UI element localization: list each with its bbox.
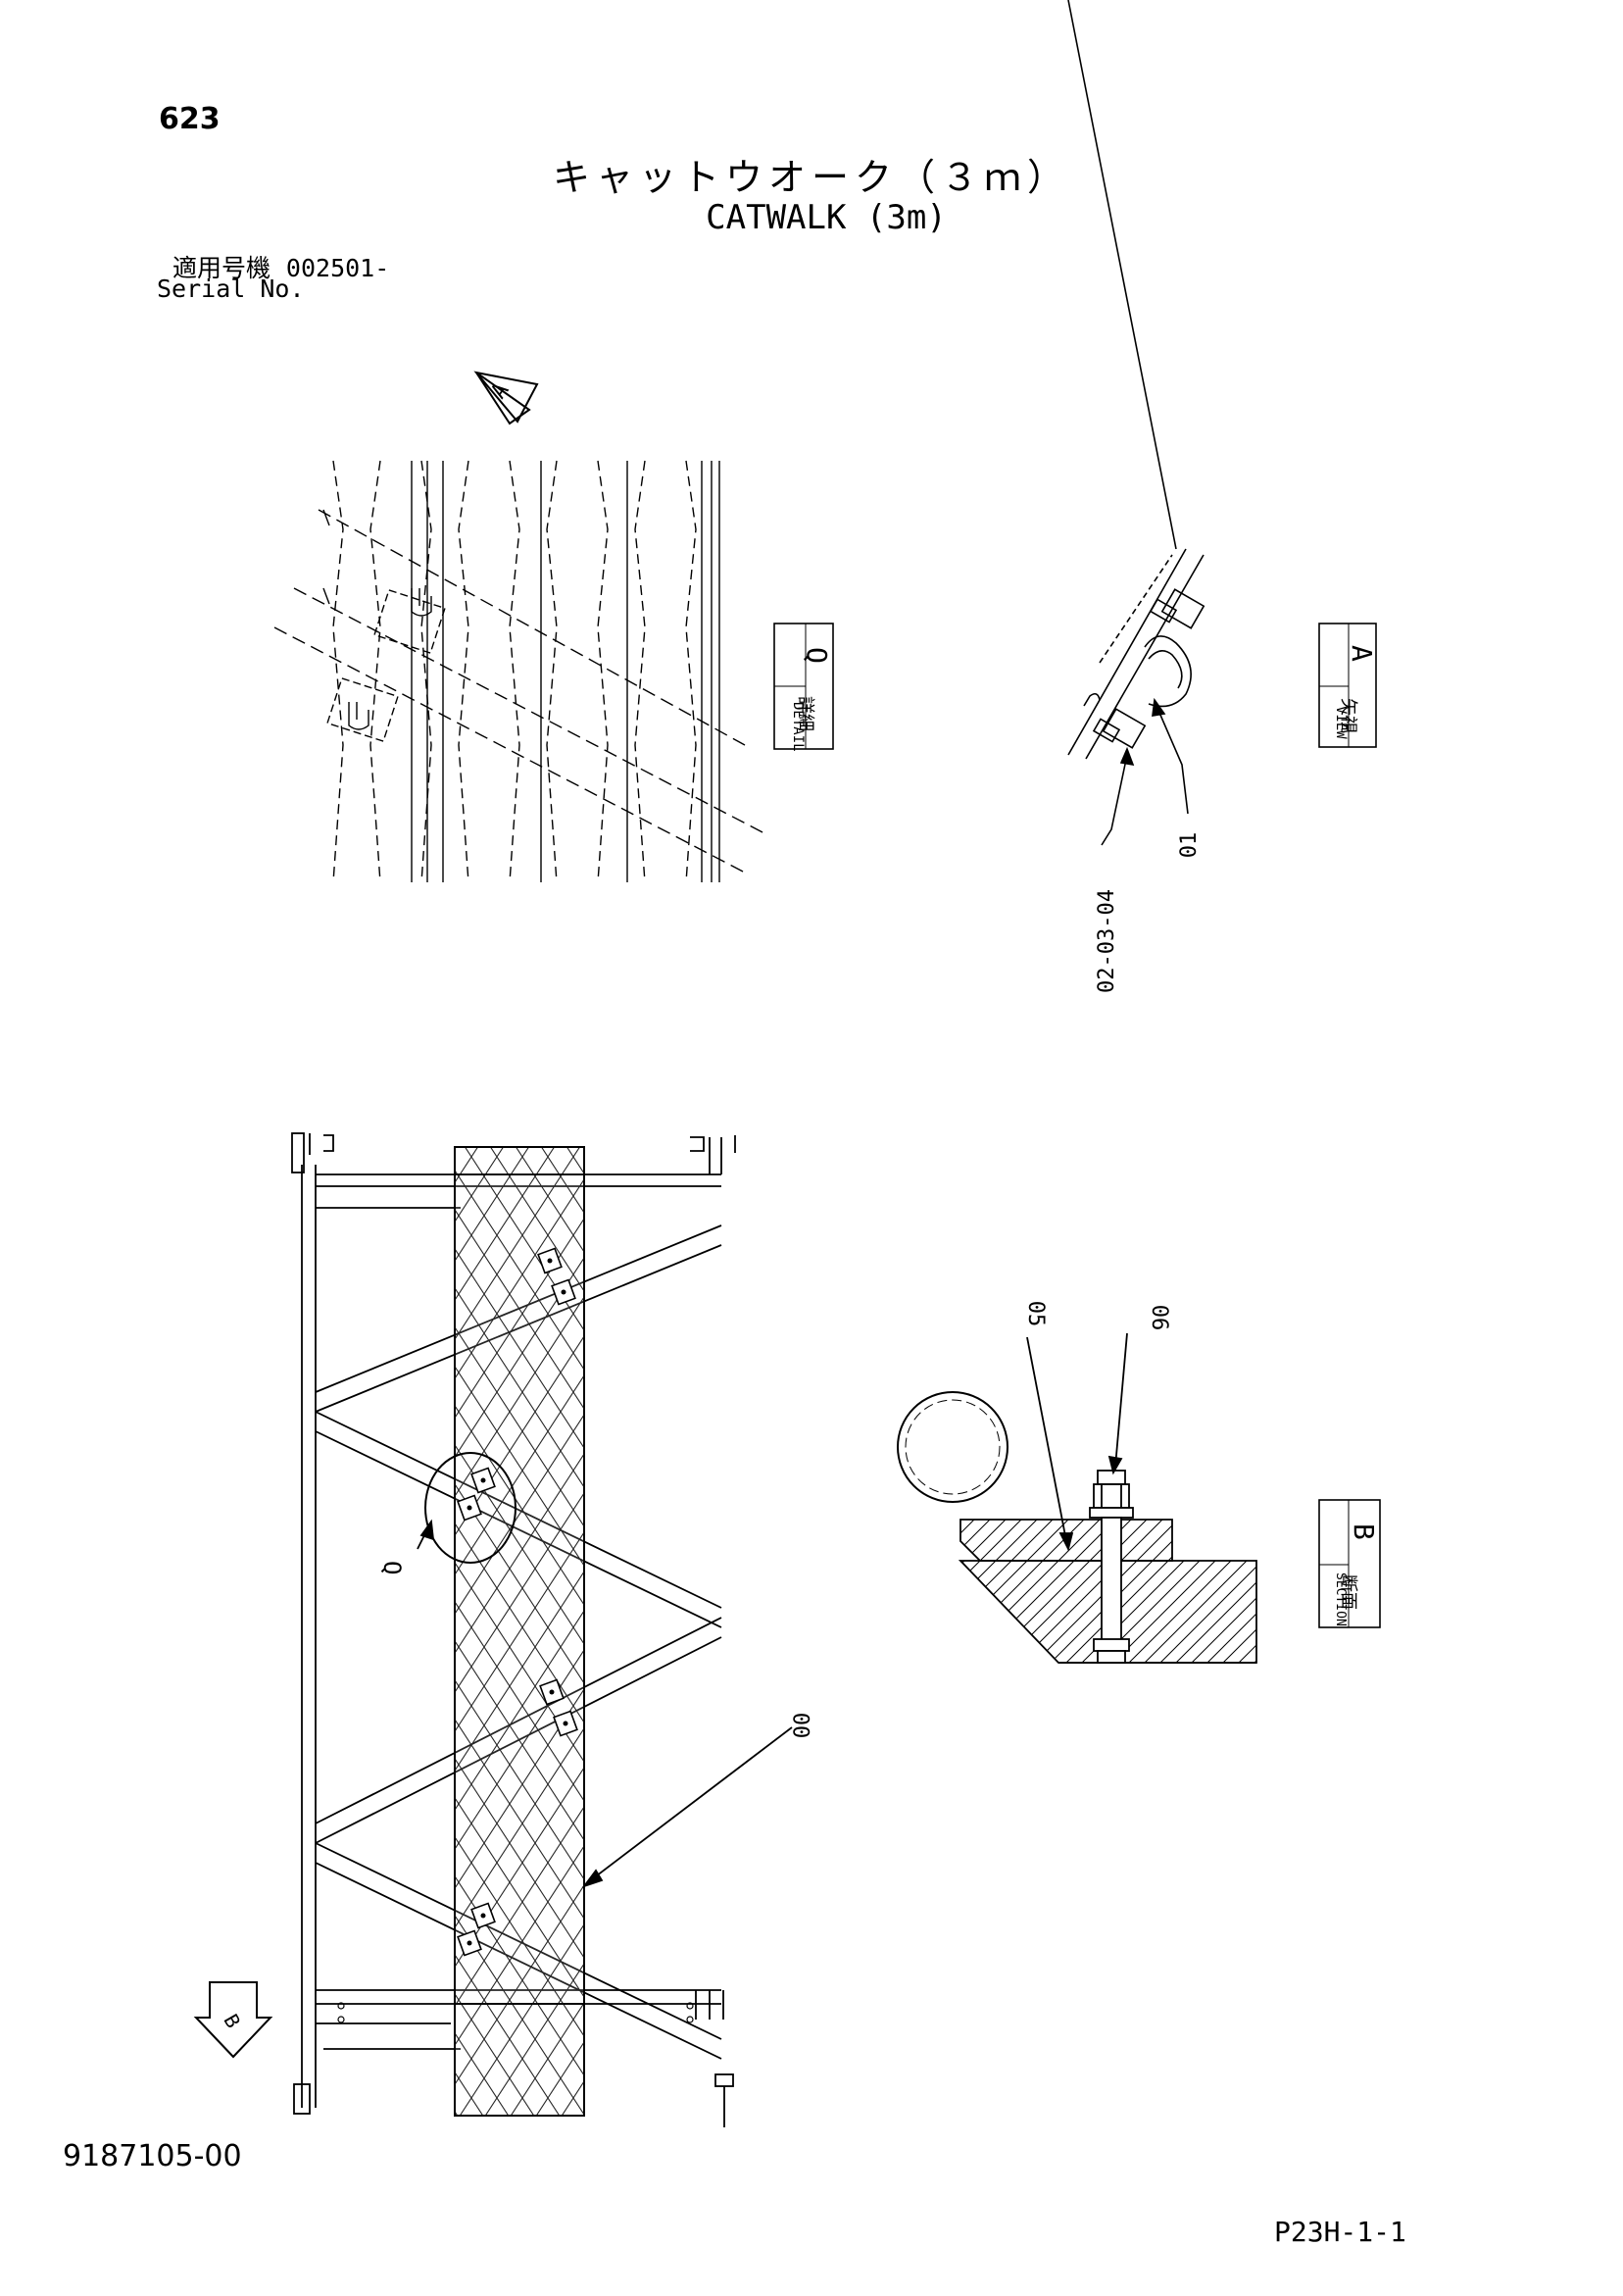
- detail-q-label: Q 詳細 DETAIL: [773, 623, 834, 752]
- part-label-01: 01: [1177, 832, 1202, 859]
- page-number: 623: [159, 102, 221, 136]
- serial-value: 002501-: [285, 254, 390, 282]
- part-label-02-03-04: 02-03-04: [1095, 889, 1119, 993]
- view-b-letter: B: [219, 2010, 245, 2031]
- view-a-label: A 矢視 VIEW: [1318, 623, 1378, 748]
- view-b-arrow: B: [193, 1981, 273, 2059]
- section-b-drawing: [897, 1332, 1257, 1664]
- section-b-label: B 断面 SECTION: [1318, 1499, 1381, 1628]
- view-letter: A: [1346, 645, 1378, 662]
- serial-label-jp: 適用号機: [172, 254, 271, 282]
- page-code: P23H-1-1: [1274, 2216, 1406, 2248]
- view-a-clamp-drawing: [1067, 0, 1205, 846]
- part-label-00: 00: [791, 1713, 815, 1739]
- serial-label-en: Serial No.: [157, 275, 305, 303]
- detail-letter: Q: [801, 647, 833, 664]
- section-letter: B: [1348, 1523, 1380, 1540]
- detail-q-drawing: [273, 460, 765, 883]
- detail-en: DETAIL: [790, 702, 806, 752]
- section-jp: 断面: [1338, 1574, 1358, 1610]
- title-japanese: キャットウオーク（３ｍ）: [552, 156, 1070, 199]
- view-jp: 矢視: [1338, 698, 1358, 733]
- section-en: SECTION: [1333, 1572, 1348, 1626]
- serial-applicability: 適用号機 002501-: [172, 249, 389, 284]
- part-label-06: 06: [1147, 1305, 1171, 1331]
- view-en: VIEW: [1333, 706, 1349, 739]
- part-label-05: 05: [1023, 1301, 1048, 1327]
- view-a-arrow: A: [473, 371, 539, 425]
- detail-jp: 詳細: [795, 696, 815, 731]
- title-english: CATWALK (3m): [706, 198, 947, 237]
- document-code: 9187105-00: [63, 2139, 242, 2173]
- view-a-letter: A: [486, 378, 514, 403]
- detail-callout-q: Q: [378, 1561, 406, 1574]
- catwalk-plan-drawing: [291, 1132, 793, 2127]
